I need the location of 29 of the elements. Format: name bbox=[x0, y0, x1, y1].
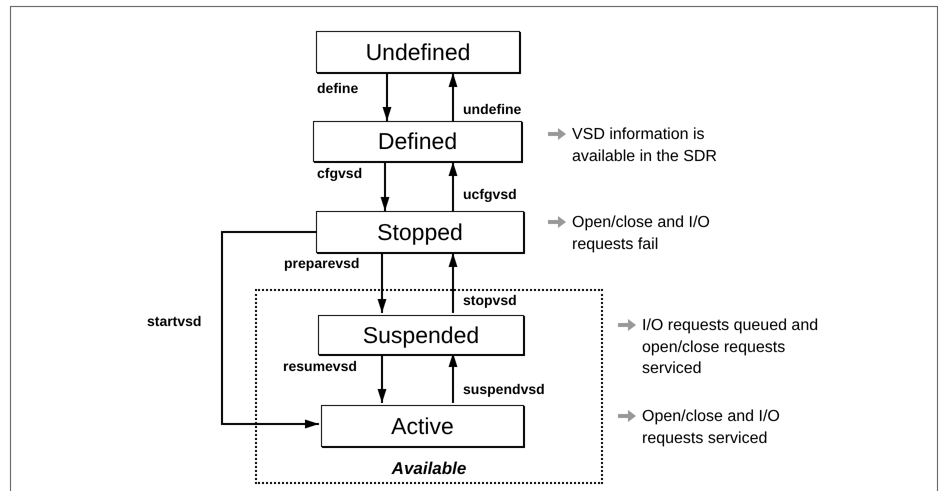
edge-label: define bbox=[316, 80, 360, 96]
state-note: I/O requests queued and open/close requests serviced bbox=[642, 316, 820, 380]
arrow bbox=[378, 253, 386, 313]
group-boundary bbox=[255, 289, 603, 484]
edge-label: undefine bbox=[462, 101, 522, 117]
edge-label: cfgvsd bbox=[316, 165, 364, 181]
edge-label: startvsd bbox=[146, 313, 202, 329]
arrow bbox=[448, 73, 458, 121]
state-note: Open/close and I/O requests fail bbox=[572, 213, 711, 255]
state-box: Suspended bbox=[318, 315, 524, 355]
arrow bbox=[221, 231, 319, 428]
edge-label: ucfgvsd bbox=[462, 186, 518, 202]
state-box: Active bbox=[321, 405, 524, 447]
arrow bbox=[448, 253, 458, 313]
state-box: Stopped bbox=[316, 211, 524, 253]
arrow bbox=[448, 162, 458, 211]
arrow bbox=[382, 73, 392, 121]
arrow bbox=[380, 162, 390, 211]
state-box: Defined bbox=[313, 121, 522, 162]
edge-label: suspendvsd bbox=[462, 381, 546, 397]
edge-label: stopvsd bbox=[462, 292, 518, 308]
arrow bbox=[378, 353, 386, 403]
state-box: Undefined bbox=[316, 31, 520, 73]
arrow bbox=[448, 353, 458, 403]
edge-label: preparevsd bbox=[283, 255, 360, 271]
edge-label: resumevsd bbox=[282, 358, 358, 374]
state-note: VSD information is available in the SDR bbox=[572, 125, 718, 167]
group-title: Available bbox=[390, 459, 468, 479]
state-note: Open/close and I/O requests serviced bbox=[642, 407, 781, 449]
